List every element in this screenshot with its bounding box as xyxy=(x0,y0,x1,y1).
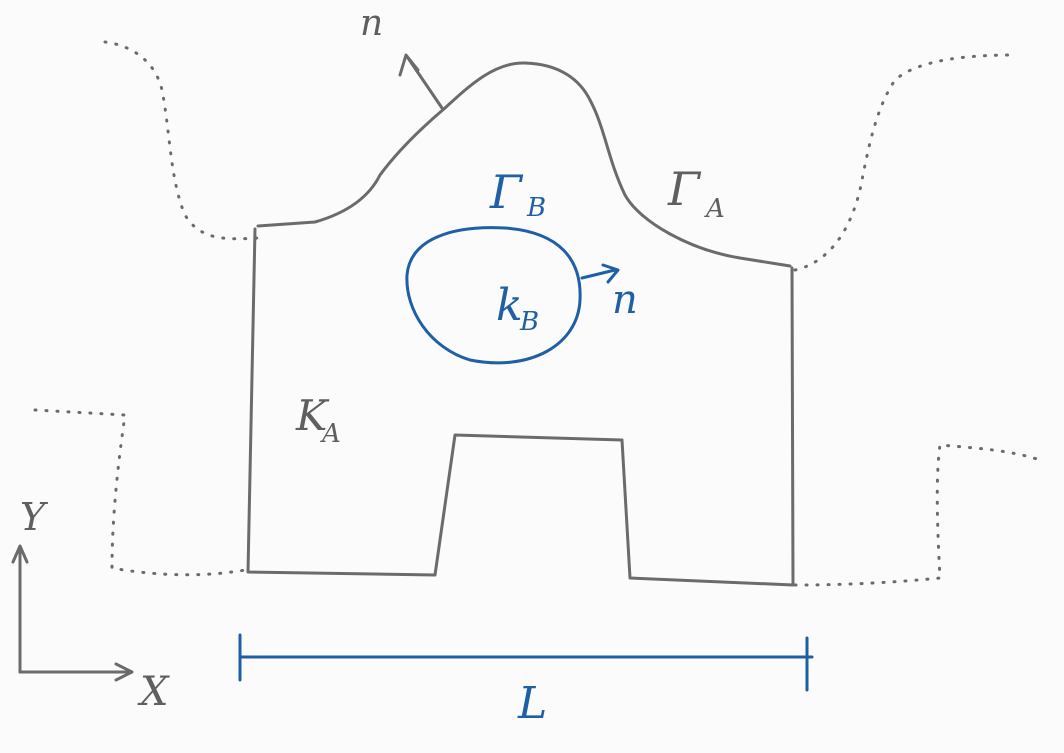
axis-y-label: Y xyxy=(20,495,49,539)
length-dimension-line xyxy=(238,633,814,692)
normal-a-arrow xyxy=(398,53,444,110)
domain-b-boundary xyxy=(405,226,582,365)
axis-x-line xyxy=(18,662,134,682)
normal-b-arrow xyxy=(580,263,620,284)
k-a-subscript: A xyxy=(320,419,341,449)
k-b-label: k xyxy=(496,280,523,331)
gamma-a-label: Γ xyxy=(667,162,702,216)
gamma-b-label: Γ xyxy=(489,165,524,219)
k-a-label: K xyxy=(295,391,330,440)
length-label: L xyxy=(517,678,547,729)
domain-a-boundary xyxy=(256,61,792,268)
normal-a-label: n xyxy=(360,3,383,44)
dotted-boundary-bottom-left xyxy=(33,408,247,577)
axis-x-label: X xyxy=(137,669,170,715)
axis-y-line xyxy=(11,544,29,674)
gamma-a-subscript: A xyxy=(704,194,725,224)
dotted-boundary-top-left xyxy=(103,40,260,241)
dotted-boundary-top-right xyxy=(793,53,1017,272)
dotted-boundary-bottom-right xyxy=(793,443,1042,587)
normal-b-label: n xyxy=(612,277,638,323)
gamma-b-subscript: B xyxy=(526,193,546,223)
domain-a-right-wall xyxy=(246,227,795,587)
k-b-subscript: B xyxy=(519,307,539,337)
